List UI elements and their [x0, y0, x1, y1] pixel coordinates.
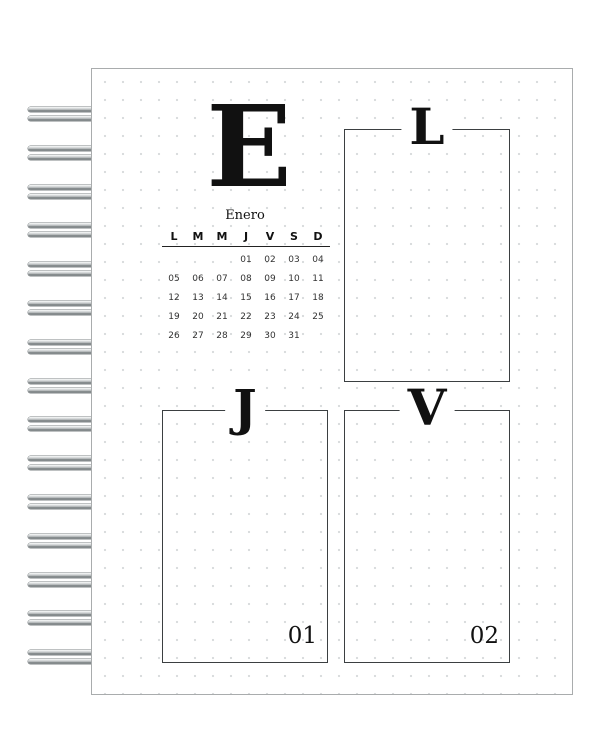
day-box-letter: V	[399, 383, 455, 433]
weekday-label: L	[170, 230, 178, 243]
calendar-day: 13	[192, 293, 204, 303]
day-box-letter: L	[401, 102, 453, 152]
calendar-day: 29	[240, 331, 252, 341]
calendar-week: 01 02 03 04	[162, 251, 330, 270]
weekday-label: V	[265, 230, 275, 243]
calendar-day: 24	[288, 312, 300, 322]
calendar-day: 03	[288, 255, 300, 265]
calendar-day: 09	[264, 274, 276, 284]
calendar-week: 26 27 28 29 30 31	[162, 327, 330, 346]
calendar-day	[306, 327, 330, 346]
calendar-day	[210, 251, 234, 270]
day-box-letter: J	[225, 383, 265, 433]
calendar-day	[186, 251, 210, 270]
weekday-label: S	[290, 230, 298, 243]
day-box-jueves[interactable]: J 01	[162, 383, 328, 663]
calendar-day: 25	[312, 312, 324, 322]
calendar-day: 12	[168, 293, 180, 303]
planner-page	[91, 68, 573, 695]
weekday-label: M	[192, 230, 204, 243]
calendar-day: 16	[264, 293, 276, 303]
calendar-day: 01	[240, 255, 252, 265]
calendar-week: 05 06 07 08 09 10 11	[162, 270, 330, 289]
calendar-day: 04	[312, 255, 324, 265]
calendar-day: 07	[216, 274, 228, 284]
mini-calendar: L M M J V S D 01 02 03 04 05 06 07 08 09…	[162, 230, 330, 346]
calendar-day: 22	[240, 312, 252, 322]
calendar-day: 18	[312, 293, 324, 303]
calendar-day: 05	[168, 274, 180, 284]
page-number: 02	[469, 623, 499, 649]
calendar-day	[162, 251, 186, 270]
calendar-day: 19	[168, 312, 180, 322]
day-box-lunes[interactable]: L	[344, 102, 510, 382]
calendar-day: 06	[192, 274, 204, 284]
calendar-day: 14	[216, 293, 228, 303]
page-number: 01	[287, 623, 317, 649]
calendar-day: 17	[288, 293, 300, 303]
day-box-viernes[interactable]: V 02	[344, 383, 510, 663]
calendar-day: 20	[192, 312, 204, 322]
weekday-label: D	[313, 230, 323, 243]
calendar-day: 21	[216, 312, 228, 322]
calendar-day: 31	[288, 331, 300, 341]
calendar-day: 26	[168, 331, 180, 341]
weekday-header: L M M J V S D	[162, 230, 330, 247]
calendar-day: 15	[240, 293, 252, 303]
calendar-day: 02	[264, 255, 276, 265]
calendar-day: 27	[192, 331, 204, 341]
calendar-day: 11	[312, 274, 324, 284]
weekday-label: M	[216, 230, 228, 243]
calendar-day: 28	[216, 331, 228, 341]
month-name: Enero	[225, 208, 265, 223]
calendar-day: 23	[264, 312, 276, 322]
calendar-grid: 01 02 03 04 05 06 07 08 09 10 11 12 13 1…	[162, 251, 330, 346]
calendar-week: 19 20 21 22 23 24 25	[162, 308, 330, 327]
month-initial: E	[206, 82, 291, 213]
calendar-week: 12 13 14 15 16 17 18	[162, 289, 330, 308]
calendar-day: 30	[264, 331, 276, 341]
weekday-label: J	[243, 230, 249, 243]
calendar-day: 10	[288, 274, 300, 284]
calendar-day: 08	[240, 274, 252, 284]
